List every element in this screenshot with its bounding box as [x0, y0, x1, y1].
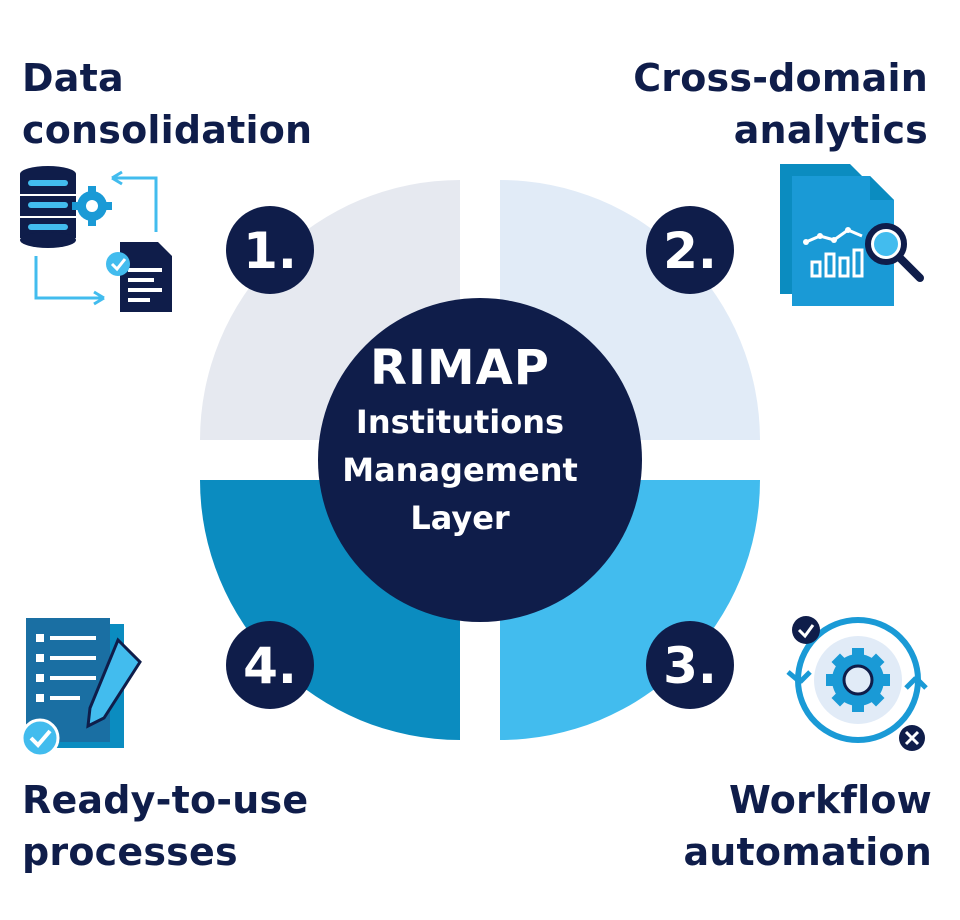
number-1: 1.: [243, 222, 297, 280]
number-4: 4.: [243, 637, 297, 695]
number-badge-3: 3.: [646, 621, 734, 709]
label-1-line-1: Data: [22, 56, 124, 100]
number-badge-1: 1.: [226, 206, 314, 294]
label-ready-to-use-processes: Ready-to-use processes: [22, 774, 308, 878]
label-3-line-2: automation: [683, 830, 932, 874]
center-text: RIMAP Institutions Management Layer: [320, 338, 600, 542]
center-subtitle-line-3: Layer: [410, 499, 510, 537]
number-badge-4: 4.: [226, 621, 314, 709]
label-4-line-1: Ready-to-use: [22, 778, 309, 822]
label-3-line-1: Workflow: [728, 778, 932, 822]
label-1-line-2: consolidation: [22, 108, 313, 152]
center-subtitle-line-2: Management: [342, 451, 578, 489]
number-badge-2: 2.: [646, 206, 734, 294]
center-title: RIMAP: [370, 340, 550, 396]
analytics-report-icon: [780, 164, 924, 306]
gear-cycle-icon: [786, 616, 928, 751]
label-2-line-1: Cross-domain: [633, 56, 928, 100]
database-documents-icon: [20, 166, 172, 312]
center-subtitle-line-1: Institutions: [355, 403, 565, 441]
label-workflow-automation: Workflow automation: [683, 774, 932, 878]
checklist-pencil-icon: [20, 618, 142, 758]
number-2: 2.: [663, 222, 717, 280]
label-2-line-2: analytics: [733, 108, 928, 152]
number-3: 3.: [663, 637, 717, 695]
label-cross-domain-analytics: Cross-domain analytics: [633, 52, 928, 156]
label-data-consolidation: Data consolidation: [22, 52, 312, 156]
label-4-line-2: processes: [22, 830, 238, 874]
center-circle: [318, 298, 642, 622]
